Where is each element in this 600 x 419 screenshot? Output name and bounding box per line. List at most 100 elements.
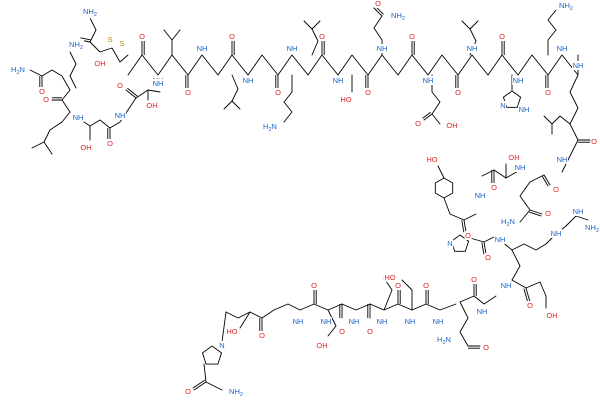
label-mask (572, 60, 584, 70)
ring-n: N (447, 239, 452, 248)
label-mask (228, 31, 236, 41)
amide-nh: NH (557, 44, 568, 53)
bond (231, 100, 241, 110)
imidazole-nh: NH (519, 105, 530, 114)
bond-chain (163, 29, 173, 56)
amide-nh: NH (349, 317, 360, 326)
amide-nh: NH (513, 76, 524, 85)
bond-chain (443, 197, 477, 221)
label-mask (432, 316, 444, 326)
ring-network (201, 90, 522, 365)
hydroxyl-label: HO (426, 155, 437, 164)
hydroxyl-label: OH (316, 341, 327, 350)
carbonyl-oxygen: O (409, 32, 415, 41)
bond-chain (459, 295, 497, 305)
label-mask (584, 222, 600, 235)
bond (437, 165, 445, 179)
bond-chain (29, 69, 71, 123)
bond (481, 242, 485, 255)
bond-chain (303, 20, 319, 56)
amide-nh: NH (557, 155, 568, 164)
bond (543, 174, 551, 186)
label-mask (454, 87, 462, 97)
label-mask (93, 58, 107, 68)
amide-nh: NH (115, 111, 126, 120)
acid-oh-label: OH (446, 121, 457, 130)
carbonyl-oxygen: O (367, 327, 373, 336)
amide-nh: NH (377, 317, 388, 326)
label-mask (184, 386, 192, 396)
amine-label: NH2 (69, 40, 83, 51)
bond (192, 379, 206, 389)
carbonyl-oxygen: O (43, 95, 49, 104)
label-mask (274, 87, 282, 97)
label-mask (544, 87, 552, 97)
carbonyl-oxygen: O (485, 253, 491, 262)
label-mask (310, 280, 318, 290)
amide-nh: NH (405, 317, 416, 326)
bond-chain (511, 249, 521, 281)
amide-nh: NH (293, 317, 304, 326)
label-mask (42, 94, 50, 104)
label-mask (556, 43, 568, 53)
amide-nh: NH (153, 79, 164, 88)
label-mask (82, 6, 98, 19)
label-mask (446, 238, 454, 248)
amide-nh2-label: NH2 (391, 11, 405, 22)
bond-chain (511, 279, 547, 297)
amide-nh: NH (287, 44, 298, 53)
amine-label: NH2 (585, 223, 599, 234)
label-mask (225, 326, 239, 336)
bond-chain (561, 54, 579, 173)
carbonyl-oxygen: O (423, 281, 429, 290)
bond (311, 20, 321, 30)
carbonyl-oxygen: O (365, 88, 371, 97)
label-mask (138, 31, 146, 41)
label-mask (590, 136, 598, 146)
label-mask (482, 342, 490, 352)
label-mask (228, 386, 244, 399)
amide-nh: NH (243, 76, 254, 85)
bond (469, 20, 479, 30)
carbonyl-oxygen: O (465, 231, 471, 240)
amide-nh: NH (573, 61, 584, 70)
label-mask (184, 87, 192, 97)
imidazole-ring (502, 90, 522, 108)
label-mask (72, 112, 84, 122)
bond-chain (223, 74, 239, 110)
bond-chain (459, 301, 469, 347)
carbonyl-oxygen: O (319, 32, 325, 41)
amide-nh: NH (477, 307, 488, 316)
amine-label: NH2 (83, 7, 97, 18)
bond-chain (127, 54, 579, 76)
bond (483, 241, 487, 255)
label-mask (552, 184, 560, 194)
label-mask (318, 31, 326, 41)
label-mask (152, 78, 164, 88)
label-mask (366, 326, 374, 336)
label-mask (68, 39, 84, 52)
carbonyl-oxygen: O (545, 209, 551, 218)
carbonyl-oxygen: O (527, 301, 533, 310)
carbonyl-oxygen: O (491, 183, 497, 192)
label-mask (518, 104, 530, 114)
hydroxyl-label: OH (94, 59, 105, 68)
label-mask (572, 206, 584, 216)
label-mask (466, 43, 478, 53)
amide-nh: NH (333, 76, 344, 85)
label-mask (218, 340, 226, 350)
bond-chain (519, 174, 545, 223)
label-mask (242, 75, 254, 85)
carbonyl-oxygen: O (415, 119, 421, 128)
label-mask (414, 118, 422, 128)
label-mask (445, 120, 459, 130)
label-mask (390, 10, 406, 23)
hydroxyl-label: HO (226, 327, 237, 336)
bond-chain (225, 309, 275, 319)
label-mask (339, 94, 353, 104)
label-mask (106, 34, 114, 44)
amide-nh: NH (423, 76, 434, 85)
carbonyl-oxygen: O (471, 275, 477, 284)
label-mask (499, 100, 507, 110)
label-mask (556, 154, 568, 164)
